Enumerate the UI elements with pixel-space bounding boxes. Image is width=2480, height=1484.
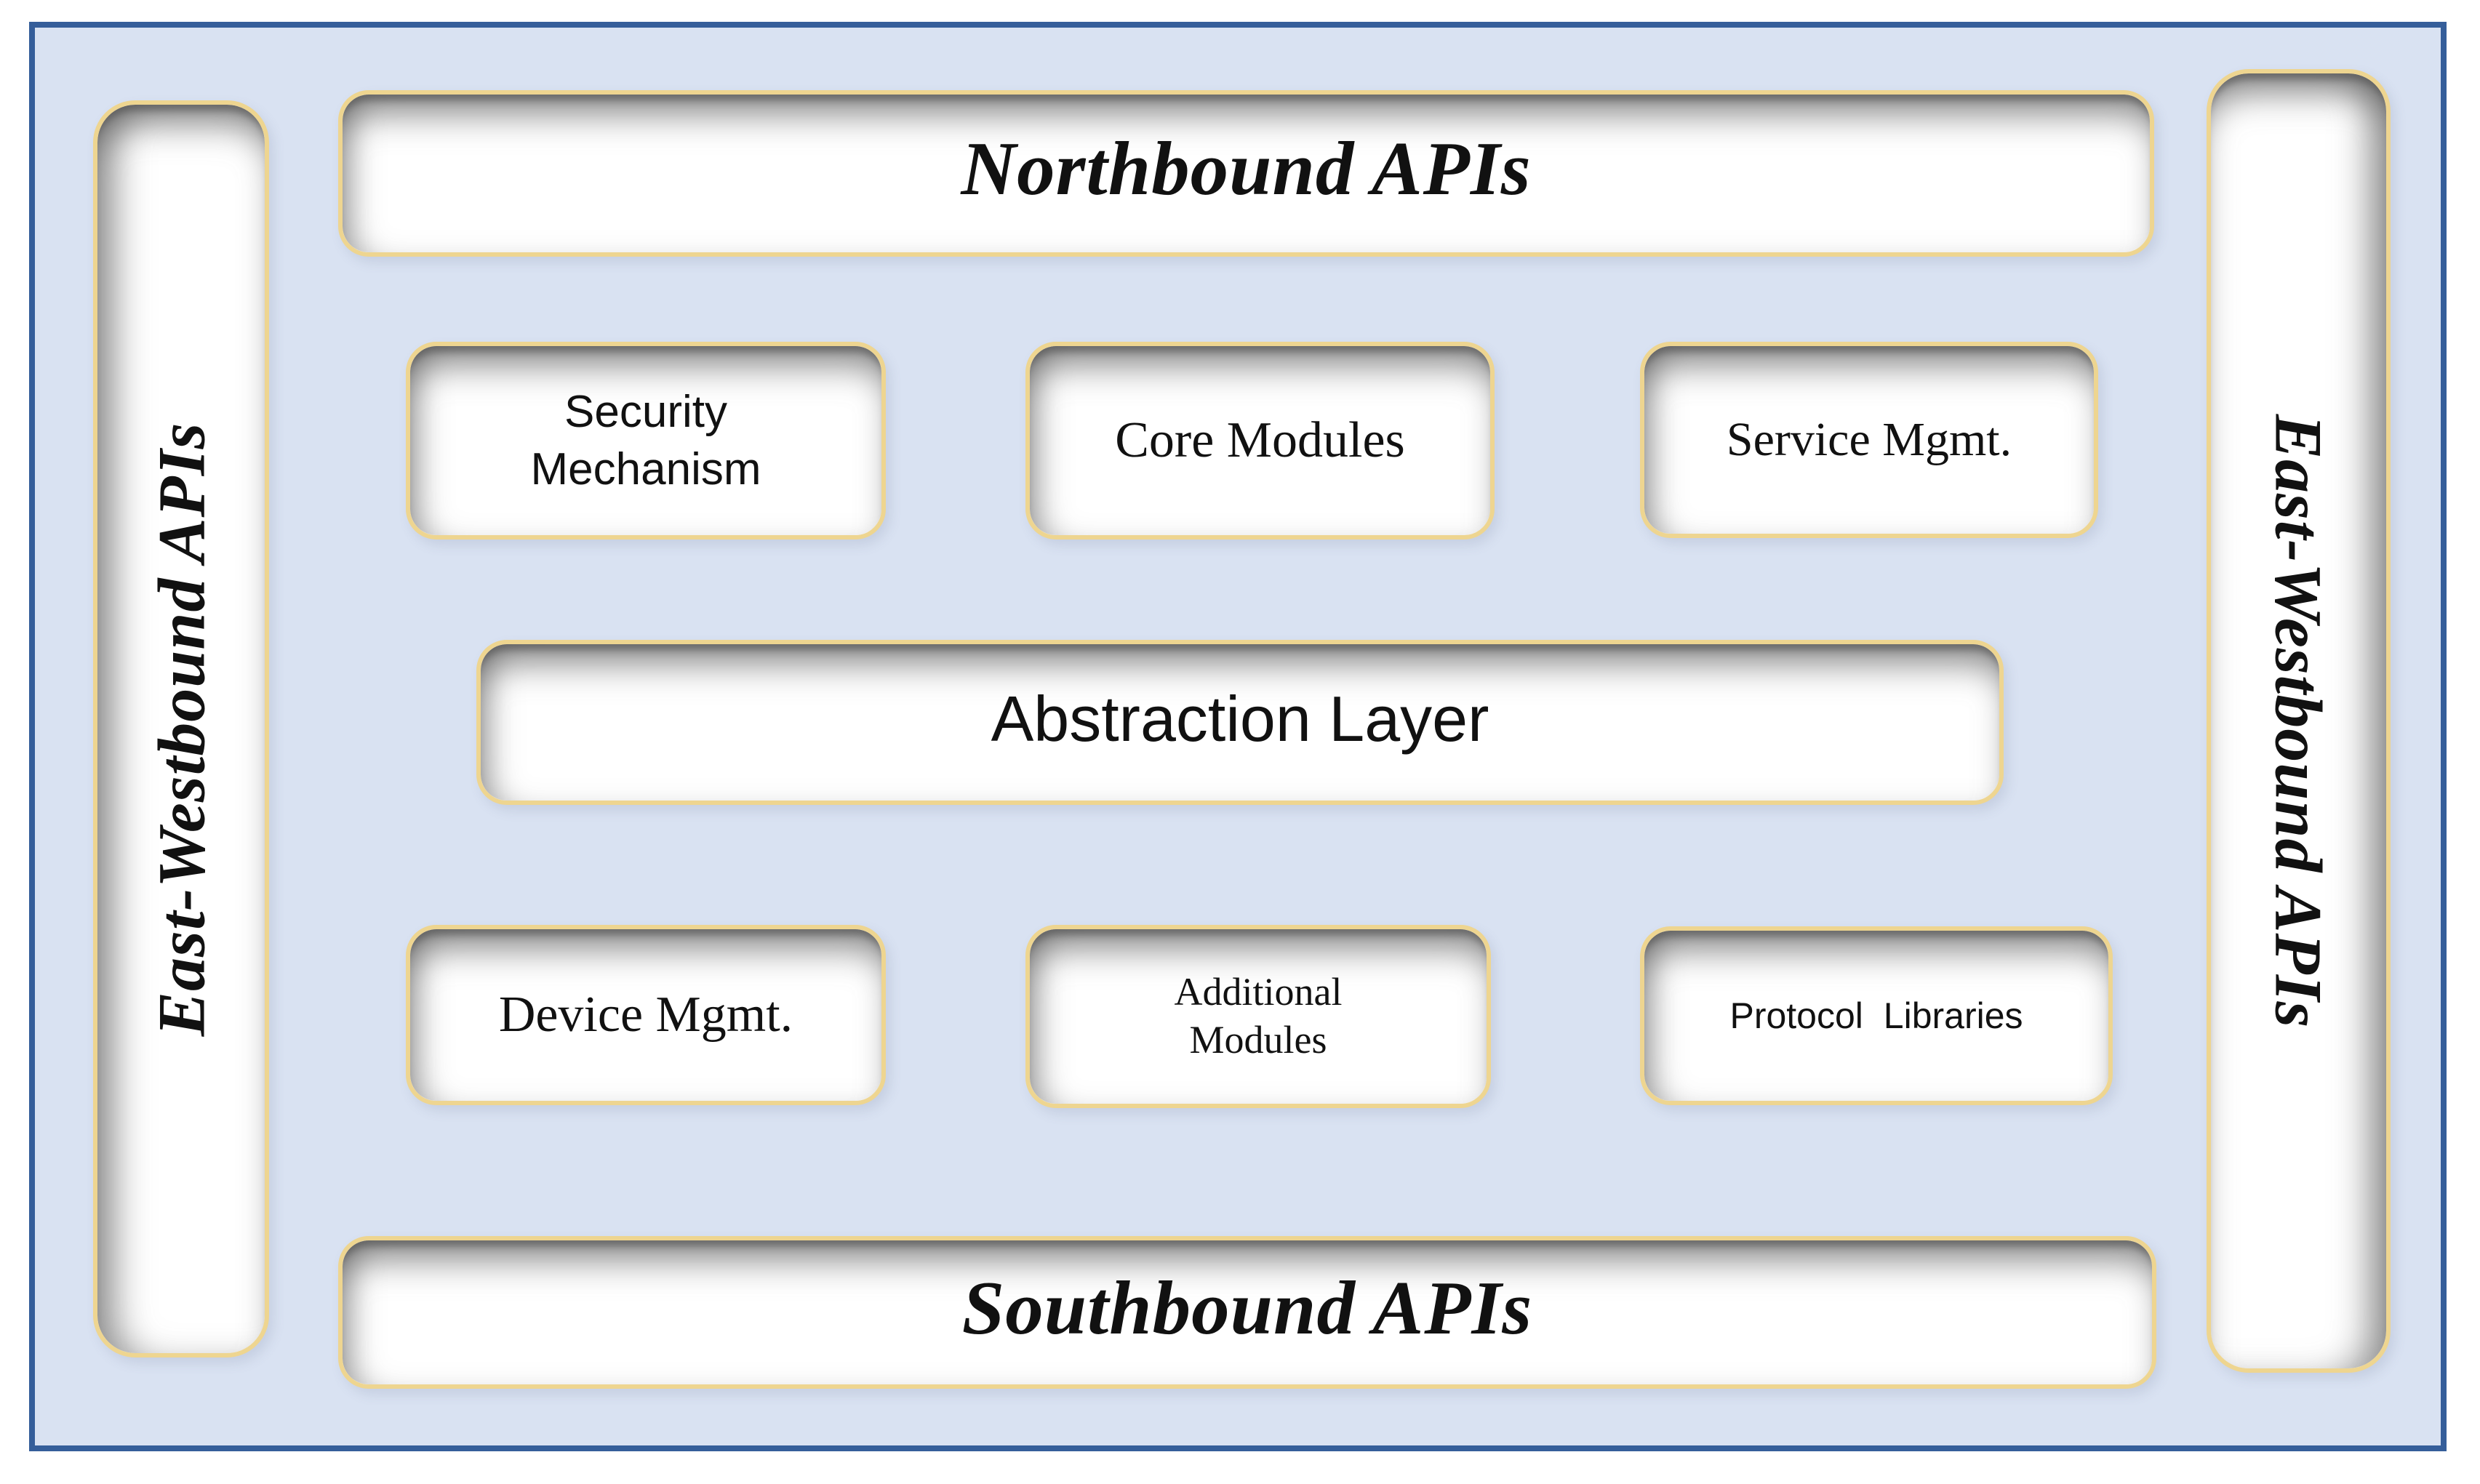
service-mgmt-box: Service Mgmt.: [1640, 342, 2098, 538]
east-westbound-apis-right-box: East-Westbound APIs: [2207, 69, 2391, 1373]
core-modules-box: Core Modules: [1025, 342, 1495, 540]
east-westbound-apis-right-label: East-Westbound APIs: [2261, 414, 2336, 1028]
device-mgmt-label: Device Mgmt.: [498, 987, 793, 1043]
additional-modules-label: Additional Modules: [1174, 970, 1343, 1062]
east-westbound-apis-left-box: East-Westbound APIs: [93, 100, 269, 1357]
additional-modules-box: Additional Modules: [1025, 925, 1491, 1108]
abstraction-layer-label: Abstraction Layer: [991, 682, 1489, 755]
security-mechanism-box: Security Mechanism: [406, 342, 886, 540]
device-mgmt-box: Device Mgmt.: [406, 925, 886, 1105]
southbound-apis-box: Southbound APIs: [338, 1236, 2156, 1389]
abstraction-layer-box: Abstraction Layer: [476, 640, 2004, 805]
southbound-apis-label: Southbound APIs: [961, 1264, 1533, 1350]
core-modules-label: Core Modules: [1115, 412, 1405, 469]
sdn-architecture-panel: Northbound APIs East-Westbound APIs East…: [29, 22, 2447, 1451]
protocol-libraries-box: Protocol Libraries: [1640, 926, 2113, 1105]
service-mgmt-label: Service Mgmt.: [1726, 412, 2012, 466]
east-westbound-apis-left-label: East-Westbound APIs: [144, 422, 218, 1036]
northbound-apis-box: Northbound APIs: [338, 90, 2154, 257]
security-mechanism-label: Security Mechanism: [530, 386, 761, 494]
northbound-apis-label: Northbound APIs: [961, 126, 1532, 211]
protocol-libraries-label: Protocol Libraries: [1729, 995, 2023, 1036]
